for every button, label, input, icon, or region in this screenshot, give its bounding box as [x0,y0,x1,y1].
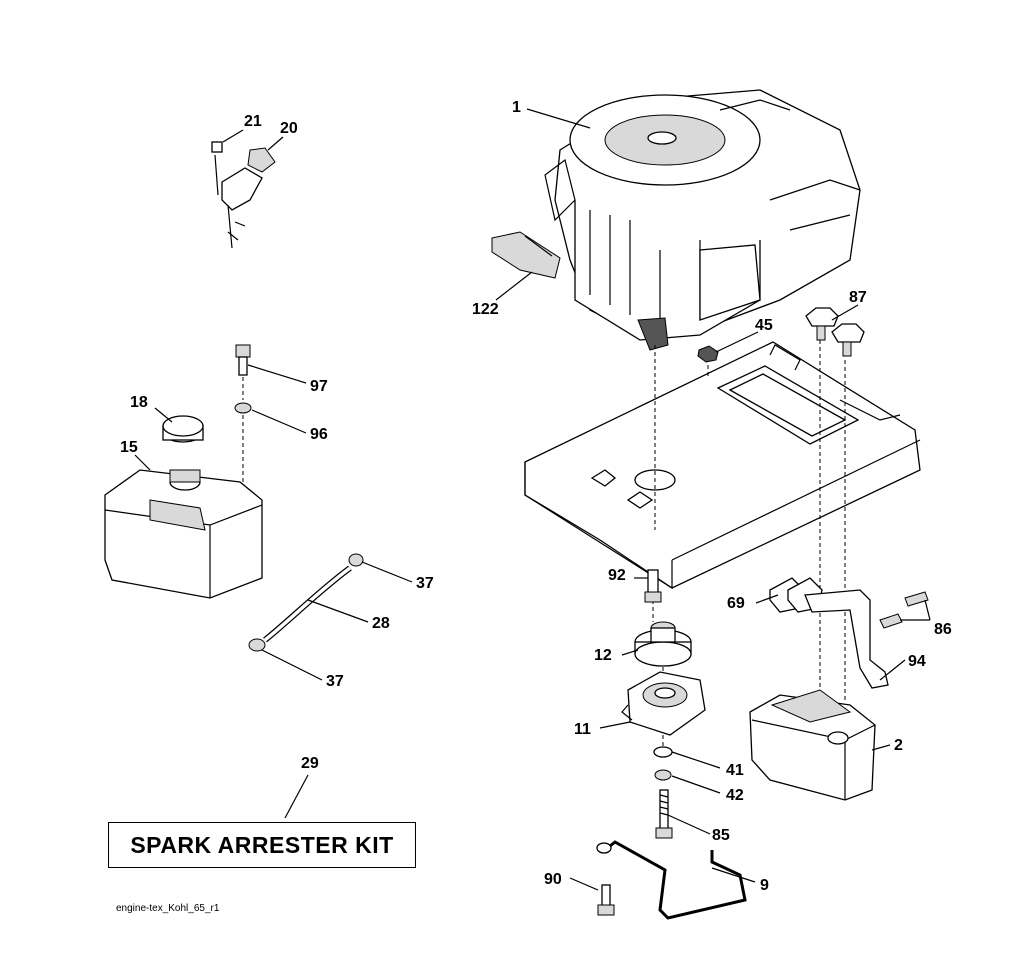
fuel-tank-illustration [104,469,263,599]
callout-96: 96 [310,426,328,443]
spark-arrester-kit-label: SPARK ARRESTER KIT [130,831,394,858]
exhaust-pipe-illustration [804,589,889,689]
bolt-92-illustration [644,569,662,603]
callout-2: 2 [894,737,903,754]
callout-92: 92 [608,567,626,584]
clutch-illustration [621,671,706,736]
callout-37-upper: 37 [416,575,434,592]
callout-37-lower: 37 [326,673,344,690]
callout-86: 86 [934,621,952,638]
screw-illustrations [879,591,929,629]
callout-29: 29 [301,755,319,772]
spark-arrester-kit-box: SPARK ARRESTER KIT [108,822,416,868]
callout-18: 18 [130,394,148,411]
callout-1: 1 [512,99,521,116]
fuel-line-inner [263,566,352,642]
callout-15: 15 [120,439,138,456]
rod-eyelet-illustration [596,842,612,854]
lock-washer-illustration [654,769,672,781]
rod-illustration [604,840,747,920]
callout-41: 41 [726,762,744,779]
nut-illustration [697,345,719,363]
diagram-code: engine-tex_Kohl_65_r1 [116,903,220,914]
bolt-90-illustration [597,884,615,916]
hose-clamp-lower-illustration [248,638,266,652]
hose-clamp-upper-illustration [348,553,364,567]
knob-illustrations [805,307,865,357]
fuel-cap-illustration [162,415,204,443]
throttle-control-illustration [211,141,276,249]
callout-69: 69 [727,595,745,612]
pulley-illustration [634,621,692,667]
callout-28: 28 [372,615,390,632]
callout-9: 9 [760,877,769,894]
washer-96-illustration [234,402,252,414]
callout-45: 45 [755,317,773,334]
callout-42: 42 [726,787,744,804]
bolt-85-illustration [655,789,673,839]
callout-11: 11 [574,721,591,738]
frame-illustration [524,341,921,590]
callout-21: 21 [244,113,262,130]
callout-90: 90 [544,871,562,888]
callout-94: 94 [908,653,926,670]
washer-illustration [653,746,673,758]
callout-labels: 1 20 21 122 87 45 97 96 18 15 37 28 37 9… [120,99,952,894]
callout-87: 87 [849,289,867,306]
engine-illustration [544,89,861,351]
callout-122: 122 [472,301,499,318]
muffler-illustration [749,689,876,801]
engine-handle-illustration [491,231,561,279]
leader-lines [134,108,931,891]
callout-97: 97 [310,378,328,395]
callout-20: 20 [280,120,298,137]
bolt-97-illustration [235,344,251,376]
callout-85: 85 [712,827,730,844]
callout-12: 12 [594,647,612,664]
